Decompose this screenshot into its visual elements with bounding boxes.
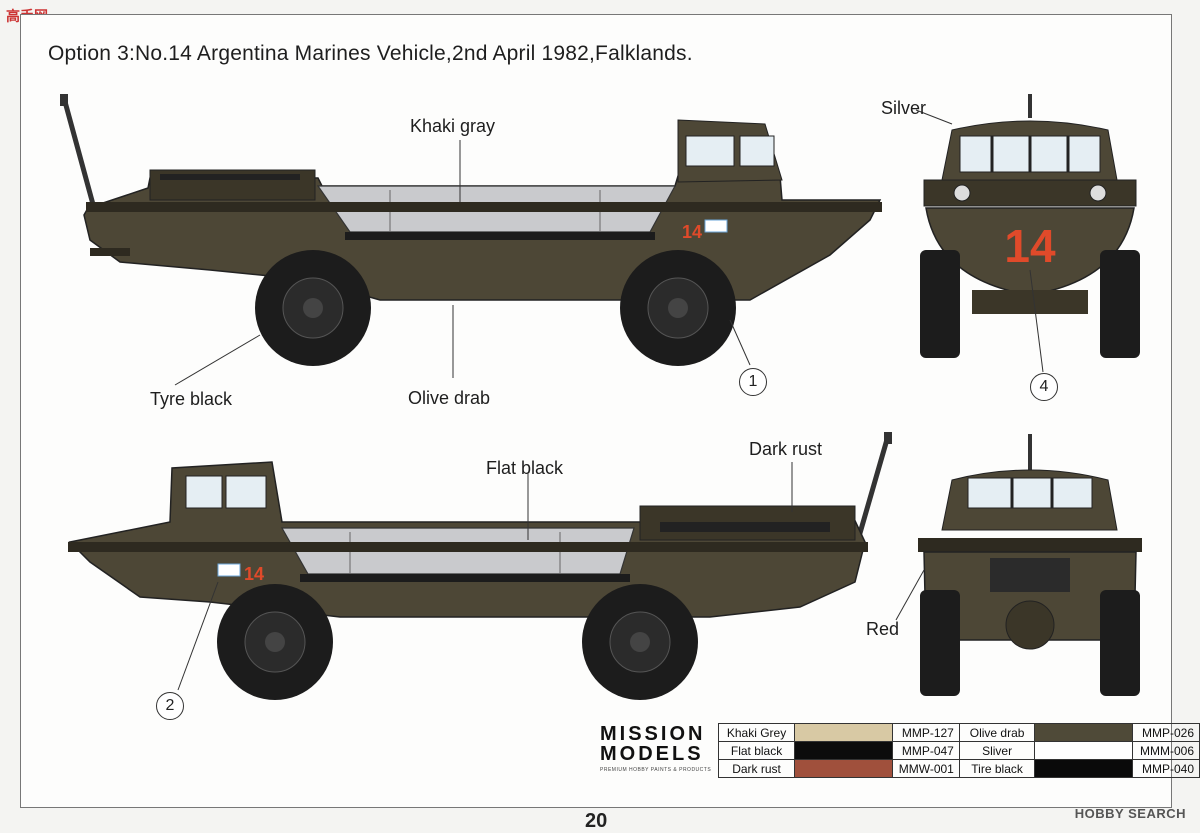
paint-code: MMP-047 [891,741,960,760]
paint-name: Olive drab [958,723,1036,742]
paint-code: MMM-006 [1132,741,1200,760]
label-silver: Silver [881,98,927,118]
label-olive-drab: Olive drab [408,388,491,408]
paint-name: Dark rust [717,759,796,778]
vehicle-number-marking-front: 14 [1004,220,1056,272]
callout-2: 2 [156,692,184,720]
paint-code: MMW-001 [891,759,960,778]
paint-swatch [794,759,893,778]
vehicle-front-view: 14 [915,94,1140,373]
label-flat-black: Flat black [486,458,564,478]
label-khaki-gray: Khaki gray [410,116,496,136]
paint-name: Sliver [958,741,1036,760]
callout-1: 1 [739,368,767,396]
paint-swatch [794,741,893,760]
paint-code: MMP-026 [1132,723,1200,742]
vehicle-rear-view [895,434,1142,696]
brand-line1: MISSION [600,723,706,745]
paint-swatch [794,723,893,742]
vehicle-number-marking-left: 14 [244,564,264,584]
mission-models-logo: MISSION MODELS PREMIUM HOBBY PAINTS & PR… [600,724,711,773]
page-number: 20 [585,810,608,832]
paint-code: MMP-040 [1132,759,1200,778]
paint-name: Khaki Grey [717,723,796,742]
vehicle-left-side-view: 14 [68,432,892,700]
vehicle-number-marking: 14 [682,222,702,242]
hobby-search-watermark: HOBBY SEARCH [1074,806,1186,821]
brand-tagline: PREMIUM HOBBY PAINTS & PRODUCTS [600,767,712,773]
paint-name: Tire black [958,759,1036,778]
label-red: Red [866,619,900,639]
paint-swatch [1034,723,1134,742]
paint-swatch [1034,759,1134,778]
callout-4: 4 [1030,373,1058,401]
paint-swatch [1034,741,1134,760]
brand-line2: MODELS [600,743,704,765]
paint-code: MMP-127 [891,723,960,742]
vehicle-right-side-view: 14 [60,94,882,386]
page-title: Option 3:No.14 Argentina Marines Vehicle… [48,42,693,65]
label-tyre-black: Tyre black [150,389,233,409]
paint-name: Flat black [717,741,796,760]
label-dark-rust: Dark rust [749,439,823,459]
